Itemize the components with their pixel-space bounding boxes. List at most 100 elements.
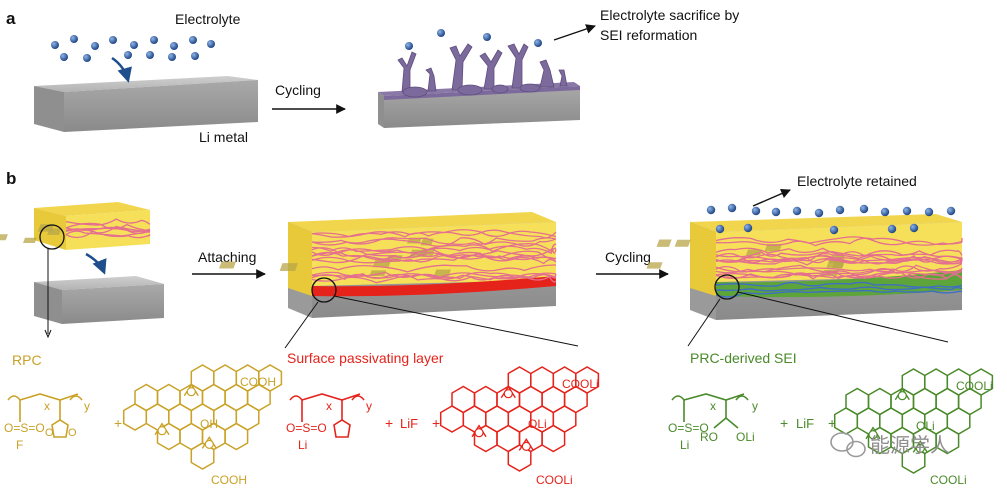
sei-oli-ring: OLi <box>916 419 935 433</box>
electrolyte-ball <box>168 53 176 61</box>
electrolyte-ball <box>829 225 839 235</box>
rpc-y: y <box>84 399 90 413</box>
electrolyte-ball <box>483 33 491 41</box>
sei-li: Li <box>680 438 689 452</box>
surface-plus-1: + <box>385 415 393 431</box>
electrolyte-ball <box>207 40 215 48</box>
electrolyte-ball <box>727 203 737 213</box>
surface-plus-2: + <box>432 415 440 431</box>
sei-ro: RO <box>700 430 718 444</box>
sei-y: y <box>752 399 758 413</box>
electrolyte-molecules-a2 <box>405 29 542 50</box>
rpc-fluorine: F <box>16 438 23 452</box>
electrolyte-ball <box>130 41 138 49</box>
rpc-oh: OH <box>200 417 218 431</box>
prc-sei-composite <box>646 214 963 320</box>
electrolyte-ball <box>191 52 199 60</box>
rpc-label: RPC <box>12 352 42 368</box>
sei-x: x <box>710 399 716 413</box>
passivated-composite <box>219 212 557 318</box>
electrolyte-ball <box>743 223 753 233</box>
rpc-dioxolane-o1: O <box>45 427 54 439</box>
rpc-cooh-bottom: COOH <box>211 473 247 487</box>
electrolyte-ball <box>189 36 197 44</box>
sacrifice-label-line1: Electrolyte sacrifice by <box>600 7 739 23</box>
electrolyte-ball <box>437 29 445 37</box>
sei-zoom-circle-right <box>714 274 740 300</box>
sei-cooli-bottom: COOLi <box>930 473 967 487</box>
sei-zoom-circle-mid <box>311 277 337 303</box>
sei-pah-structure <box>833 368 994 474</box>
zoom-line-mid-right <box>333 295 579 347</box>
li-slab-b <box>34 276 164 324</box>
rpc-plus: + <box>114 415 122 431</box>
sacrifice-label-line2: SEI reformation <box>600 27 697 43</box>
watermark-text: 能源学人 <box>870 434 950 457</box>
surface-y: y <box>366 399 372 413</box>
sei-cooli-top: COOLi <box>956 379 993 393</box>
electrolyte-ball <box>51 41 59 49</box>
wechat-logo-icon <box>830 432 866 458</box>
surface-pah-structure <box>439 366 600 472</box>
surface-lif: LiF <box>400 416 418 431</box>
surface-cooli-bottom: COOLi <box>536 473 573 487</box>
electrolyte-ball <box>405 42 413 50</box>
rpc-x: x <box>44 399 50 413</box>
electrolyte-molecules-a <box>51 35 215 62</box>
rpc-cooh-top: COOH <box>240 375 276 389</box>
sei-polymer-structure <box>671 393 749 429</box>
li-metal-slab <box>34 76 258 132</box>
rpc-pah-structure <box>122 364 283 470</box>
electrolyte-ball <box>109 36 117 44</box>
electrolyte-ball <box>946 206 956 216</box>
sei-plus-1: + <box>780 415 788 431</box>
attach-arrow <box>85 252 107 275</box>
electrolyte-ball <box>170 42 178 50</box>
rpc-sulfonyl: O=S=O <box>4 421 45 435</box>
panel-a-letter: a <box>6 9 16 28</box>
surface-cooli-top: COOLi <box>562 377 599 391</box>
panel-b-letter: b <box>6 169 16 188</box>
electrolyte-ball <box>751 206 761 216</box>
cycling-label-b: Cycling <box>605 249 651 265</box>
attaching-label: Attaching <box>198 249 256 265</box>
surface-x: x <box>326 399 332 413</box>
sei-oli-chain: OLi <box>736 430 755 444</box>
electrolyte-ball <box>771 207 781 217</box>
zoom-line-right-right <box>737 291 949 343</box>
electrolyte-ball <box>924 207 934 217</box>
sacrifice-arrow <box>553 24 596 41</box>
sei-dendrites <box>397 43 568 98</box>
surface-li: Li <box>298 438 307 452</box>
electrolyte-ball <box>792 206 802 216</box>
rpc-zoom-circle <box>39 224 65 250</box>
electrolyte-ball <box>835 205 845 215</box>
electrolyte-ball <box>715 224 725 234</box>
electrolyte-ball <box>91 42 99 50</box>
retained-arrow <box>752 189 791 207</box>
electrolyte-ball <box>880 207 890 217</box>
sei-plus-2: + <box>828 415 836 431</box>
electrolyte-ball <box>60 53 68 61</box>
retained-label: Electrolyte retained <box>797 173 917 189</box>
sei-sulfonyl: O=S=O <box>668 421 709 435</box>
surface-polymer-structure <box>289 393 365 438</box>
zoom-line-right-left <box>687 298 721 347</box>
electrolyte-ball <box>150 36 158 44</box>
electrolyte-ball <box>814 208 824 218</box>
electrolyte-label: Electrolyte <box>175 11 241 27</box>
electrolyte-molecules-b <box>706 203 956 235</box>
surface-oli: OLi <box>528 417 547 431</box>
electrolyte-ball <box>859 204 869 214</box>
rpc-dioxolane-o2: O <box>68 427 77 439</box>
electrolyte-ball <box>83 54 91 62</box>
surface-sulfonyl: O=S=O <box>286 421 327 435</box>
electrolyte-ball <box>146 51 154 59</box>
electrolyte-ball <box>534 39 542 47</box>
li-metal-label: Li metal <box>199 129 248 145</box>
surface-layer-label: Surface passivating layer <box>287 350 444 366</box>
sei-lif: LiF <box>796 416 814 431</box>
rpc-film <box>0 202 151 250</box>
rpc-polymer-structure <box>7 393 83 438</box>
electrolyte-approach-arrow <box>111 56 132 83</box>
